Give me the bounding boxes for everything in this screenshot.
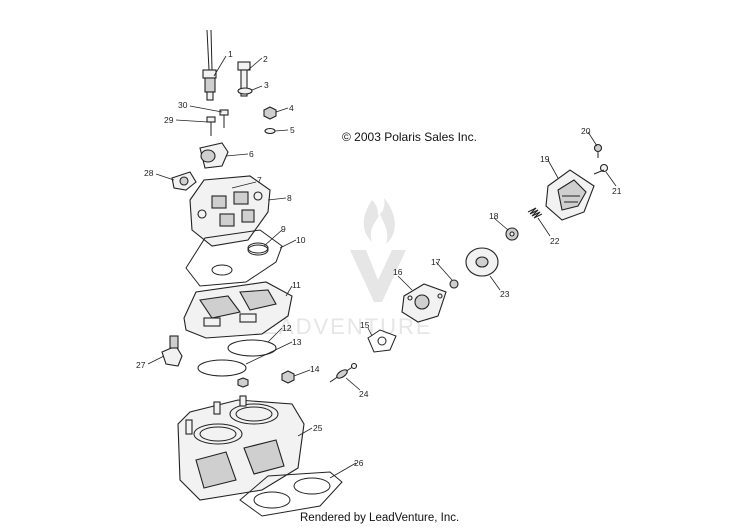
callout-16: 16	[393, 267, 403, 277]
part-13-oring	[197, 359, 247, 377]
callout-7: 7	[257, 175, 262, 185]
callout-10: 10	[296, 235, 306, 245]
callout-25: 25	[313, 423, 323, 433]
callout-5: 5	[290, 125, 295, 135]
callout-4: 4	[289, 103, 294, 113]
callout-12: 12	[282, 323, 292, 333]
part-17-nut	[449, 279, 459, 289]
callout-17: 17	[431, 257, 441, 267]
callout-21: 21	[612, 186, 622, 196]
callout-14: 14	[310, 364, 320, 374]
part-12-oring	[227, 339, 277, 357]
part-20-screw	[593, 143, 603, 158]
part-14-nut	[281, 370, 295, 384]
part-11-cylinder-head	[183, 281, 293, 339]
part-24-valve	[329, 362, 358, 383]
part-14-nut-2	[237, 377, 249, 388]
callout-2: 2	[263, 54, 268, 64]
part-23-diaphragm	[465, 247, 499, 277]
callout-26: 26	[354, 458, 364, 468]
part-27-fitting	[161, 335, 183, 367]
part-8-head-cover	[189, 175, 271, 247]
part-2-bolt	[237, 61, 251, 97]
callout-20: 20	[581, 126, 591, 136]
part-21-bolt	[593, 163, 609, 175]
callout-18: 18	[489, 211, 499, 221]
callout-29: 29	[164, 115, 174, 125]
callout-1: 1	[228, 49, 233, 59]
part-4-nut	[263, 106, 277, 120]
part-22-spring	[527, 207, 543, 219]
callout-27: 27	[136, 360, 146, 370]
callout-8: 8	[287, 193, 292, 203]
copyright-text: © 2003 Polaris Sales Inc.	[342, 130, 477, 144]
callout-23: 23	[500, 289, 510, 299]
part-26-base-gasket	[239, 471, 343, 517]
callout-28: 28	[144, 168, 154, 178]
part-1-sensor	[202, 29, 217, 101]
callout-19: 19	[540, 154, 550, 164]
callout-labels: 1 2 3 4 5 6 7 8 9 10 11 12 13 14 15 16 1…	[136, 49, 622, 468]
callout-3: 3	[264, 80, 269, 90]
part-16-housing	[401, 283, 447, 323]
callout-22: 22	[550, 236, 560, 246]
callout-15: 15	[360, 320, 370, 330]
part-18-washer	[505, 227, 519, 241]
part-6-housing	[199, 142, 229, 169]
part-28-thermostat	[171, 171, 197, 191]
part-3-washer	[237, 87, 253, 95]
part-30-screw	[219, 109, 229, 128]
part-5-washer	[264, 127, 276, 135]
callout-9: 9	[281, 224, 286, 234]
callout-6: 6	[249, 149, 254, 159]
callout-11: 11	[292, 280, 301, 290]
part-15-gasket	[367, 329, 397, 353]
part-19-cover	[545, 169, 595, 221]
part-10-gasket	[185, 229, 283, 287]
part-25-cylinder-block	[177, 395, 305, 501]
part-29-screw	[206, 116, 216, 136]
leader-lines	[147, 55, 617, 479]
callout-30: 30	[178, 100, 188, 110]
callout-13: 13	[292, 337, 302, 347]
part-9-oring	[247, 242, 269, 254]
callout-24: 24	[359, 389, 369, 399]
footer-text: Rendered by LeadVenture, Inc.	[300, 512, 460, 524]
